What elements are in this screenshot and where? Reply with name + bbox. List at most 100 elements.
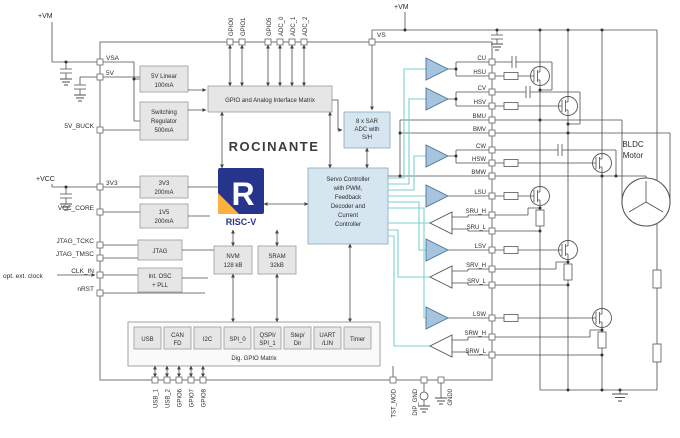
cell-qspi-l1: QSPI/ — [259, 333, 275, 339]
cell-uart-lin — [313, 326, 342, 350]
mosfet-hs-u — [530, 66, 550, 86]
dig-matrix-label: Dig. GPIO Matrix — [231, 356, 276, 362]
cell-uart-l2: /LIN — [322, 341, 333, 347]
pin-label-gpio8: GPIO8 — [202, 388, 208, 407]
pin-gpio5 — [264, 38, 272, 46]
servo-line3: Feedback — [335, 195, 362, 201]
cell-i2c-label: I2C — [203, 337, 213, 343]
pin-label-3v3: 3V3 — [106, 180, 118, 187]
pin-gpio6 — [175, 376, 183, 384]
pin-nrst — [96, 289, 104, 297]
sram-line1: SRAM — [268, 254, 285, 260]
pin-5v — [96, 73, 104, 81]
gate-driver-lsv — [425, 238, 450, 262]
pin-srv-l — [488, 281, 496, 289]
servo-line6: Controller — [335, 222, 361, 228]
block-servo-controller — [307, 167, 389, 245]
pin-label-lsu: LSU — [474, 190, 486, 196]
pin-label-bmu: BMU — [473, 114, 486, 120]
pin-label-5v: 5V — [106, 70, 115, 77]
cell-spi0 — [223, 326, 252, 350]
cell-uart-l1: UART — [319, 333, 336, 339]
jtag-label: JTAG — [153, 249, 168, 255]
pin-3v3 — [96, 183, 104, 191]
logo-square — [218, 168, 264, 214]
pin-srw-h — [488, 333, 496, 341]
gate-driver-lsu — [425, 184, 450, 208]
reg-5v-line2: 100mA — [154, 83, 173, 89]
sar-line3: S/H — [362, 135, 372, 141]
motor-label-line1: BLDC — [622, 140, 644, 149]
mosfet-ls-u — [530, 186, 550, 206]
pin-lsw — [488, 314, 496, 322]
risc-v-logo: R RISC-V — [218, 168, 264, 227]
sar-line1: 8 x SAR — [356, 119, 379, 125]
pin-lsv — [488, 246, 496, 254]
pin-label-jtag-tckc: JTAG_TCKC — [57, 238, 95, 245]
pin-label-gpio7: GPIO7 — [190, 388, 196, 407]
top-pins: GPIO0 GPIO1 GPIO5 ADC_0 ADC_1 ADC_2 VS — [226, 16, 386, 111]
pin-cv — [488, 88, 496, 96]
vm-left-label: +VM — [38, 13, 53, 20]
sense-amp-v — [428, 265, 453, 289]
pin-label-vsa: VSA — [106, 55, 120, 62]
pin-label-srv-l: SRV_L — [467, 279, 487, 285]
pin-jtag-tmsc — [96, 254, 104, 262]
servo-line4: Decoder and — [331, 204, 365, 210]
gate-driver-hsw — [425, 144, 450, 168]
chip-title: ROCINANTE — [229, 139, 320, 154]
pin-label-nrst: nRST — [77, 286, 94, 293]
pin-label-sru-h: SRU_H — [466, 209, 486, 215]
pin-srv-h — [488, 265, 496, 273]
pin-dip-gnd — [420, 376, 428, 384]
pin-gnd0 — [437, 376, 445, 384]
pin-lsu — [488, 192, 496, 200]
reg-5v-line1: 5V Linear — [151, 74, 177, 80]
pin-adc1 — [288, 38, 296, 46]
pin-label-tst-mod: TST_MOD — [392, 388, 398, 417]
regulator-blocks: 5V Linear 100mA Switching Regulator 500m… — [137, 65, 218, 293]
dig-gpio-matrix: Dig. GPIO Matrix USB CAN FD I2C SPI_0 QS… — [127, 321, 381, 367]
pad-circle — [419, 391, 429, 401]
pin-label-gnd0: GND0 — [448, 388, 454, 405]
cell-timer-label: Timer — [350, 337, 365, 343]
logo-yellow-corner — [218, 193, 239, 214]
gate-resistor-hsw — [503, 159, 519, 167]
pin-bmu — [488, 116, 496, 124]
nvm-line1: NVM — [226, 254, 239, 260]
shunt-resistor-u — [535, 209, 545, 227]
core-area: ROCINANTE R RISC-V 8 x SAR ADC with S/H … — [213, 99, 391, 323]
pin-label-vcc-core: VCC_CORE — [58, 205, 95, 212]
mosfet-hs-v — [558, 96, 578, 116]
cell-stepdir-l2: Dir — [294, 341, 302, 347]
block-int-osc — [137, 267, 183, 293]
mosfet-hs-w — [592, 153, 612, 173]
gpio-matrix-label: GPIO and Analog Interface Matrix — [225, 98, 315, 104]
cell-usb — [133, 326, 162, 350]
osc-line2: + PLL — [152, 283, 169, 289]
servo-line2: with PWM, — [333, 186, 363, 192]
block-gpio-matrix — [207, 85, 333, 113]
logo-wordmark: RISC-V — [226, 217, 257, 227]
logo-glyph: R — [231, 176, 254, 212]
power-stage: BLDC Motor — [495, 30, 671, 402]
pin-hsu — [488, 72, 496, 80]
cell-i2c — [193, 326, 222, 350]
reg-sw-line2: Regulator — [151, 119, 177, 125]
pin-label-bmv: BMV — [473, 127, 486, 133]
sense-amp-w — [428, 334, 453, 358]
vcc-label: +VCC — [36, 176, 55, 183]
shunt-resistor-v — [563, 263, 573, 281]
block-reg-1v5 — [139, 203, 189, 229]
sense-amp-u — [428, 211, 453, 235]
pin-usb2 — [163, 376, 171, 384]
cell-stepdir-l1: Step/ — [290, 333, 304, 339]
pin-cw — [488, 146, 496, 154]
cell-qspi-l2: SPI_1 — [259, 341, 276, 347]
pin-label-gpio1: GPIO1 — [241, 17, 247, 36]
pin-label-cv: CV — [478, 86, 486, 92]
core-interconnects — [220, 99, 369, 323]
block-reg-5v — [139, 65, 189, 93]
servo-line5: Current — [338, 213, 358, 219]
gate-resistor-hsu — [503, 72, 519, 80]
